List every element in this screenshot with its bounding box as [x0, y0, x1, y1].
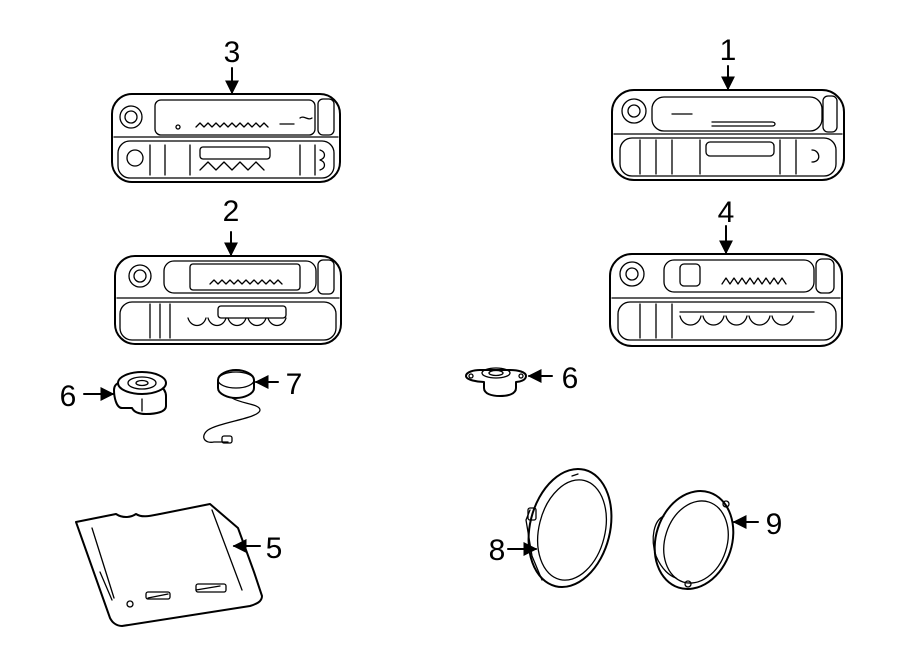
speaker-part-8: [525, 467, 613, 589]
tweeter-part-7: [203, 369, 261, 444]
callout-7: 7: [286, 368, 303, 401]
callout-9: 9: [766, 508, 783, 541]
tweeter-part-6-left: [113, 371, 167, 415]
module-part-5: [75, 503, 263, 627]
tweeter-part-6-right: [465, 367, 527, 397]
radio-part-3: [111, 93, 341, 183]
callout-2: 2: [223, 195, 240, 228]
callout-8: 8: [489, 534, 506, 567]
callout-5: 5: [266, 532, 283, 565]
callout-3: 3: [224, 36, 241, 69]
radio-part-1: [611, 89, 845, 181]
radio-part-2: [114, 255, 342, 345]
callout-1: 1: [720, 34, 737, 67]
speaker-part-9: [652, 490, 735, 590]
callout-4: 4: [718, 196, 735, 229]
radio-part-4: [609, 253, 843, 347]
callout-6-right: 6: [562, 362, 579, 395]
callout-6-left: 6: [60, 380, 77, 413]
